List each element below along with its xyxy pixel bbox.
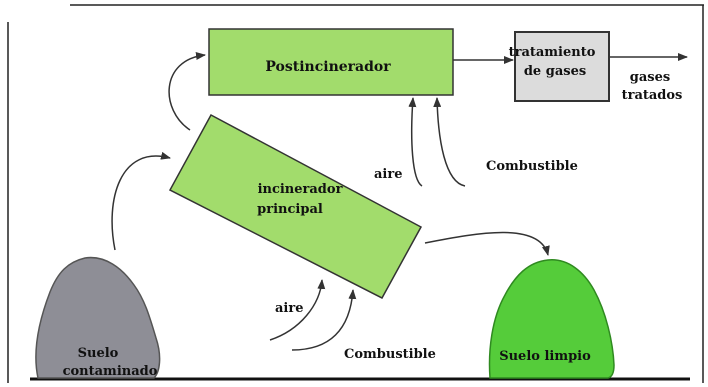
- arrow-soil-to-incinerator: [111, 151, 171, 251]
- gas-treatment-label-line1: tratamiento: [509, 45, 596, 60]
- contaminated-soil-label-line2: contaminado: [63, 364, 158, 379]
- clean-soil-label: Suelo limpio: [499, 349, 591, 364]
- fuel-label-top: Combustible: [486, 159, 578, 174]
- contaminated-soil-rock: [35, 256, 161, 379]
- main-incinerator-label-line1: incinerador: [258, 182, 343, 197]
- fuel-label-bottom: Combustible: [344, 347, 436, 362]
- main-incinerator-box: [168, 113, 423, 299]
- fuel-arrow-bottom: [291, 289, 357, 351]
- gas-treatment-label-line2: de gases: [524, 64, 586, 79]
- air-label-top: aire: [374, 167, 402, 182]
- fuel-arrow-top: [433, 97, 466, 187]
- clean-soil-rock: [488, 259, 615, 379]
- gas-treatment-box: [514, 31, 610, 102]
- treated-gases-label-line2: tratados: [622, 88, 683, 103]
- air-arrow-bottom: [269, 279, 326, 341]
- treated-gases-label-line1: gases: [630, 70, 670, 85]
- contaminated-soil-label-line1: Suelo: [78, 346, 119, 361]
- arrow-incinerator-to-postincinerator: [168, 52, 206, 131]
- postincinerator-box: [208, 28, 454, 96]
- air-arrow-top: [408, 97, 423, 187]
- air-label-bottom: aire: [275, 301, 303, 316]
- arrow-incinerator-to-clean-soil: [424, 231, 550, 256]
- main-incinerator-label-line2: principal: [257, 202, 323, 217]
- postincinerator-label: Postincinerador: [265, 59, 391, 75]
